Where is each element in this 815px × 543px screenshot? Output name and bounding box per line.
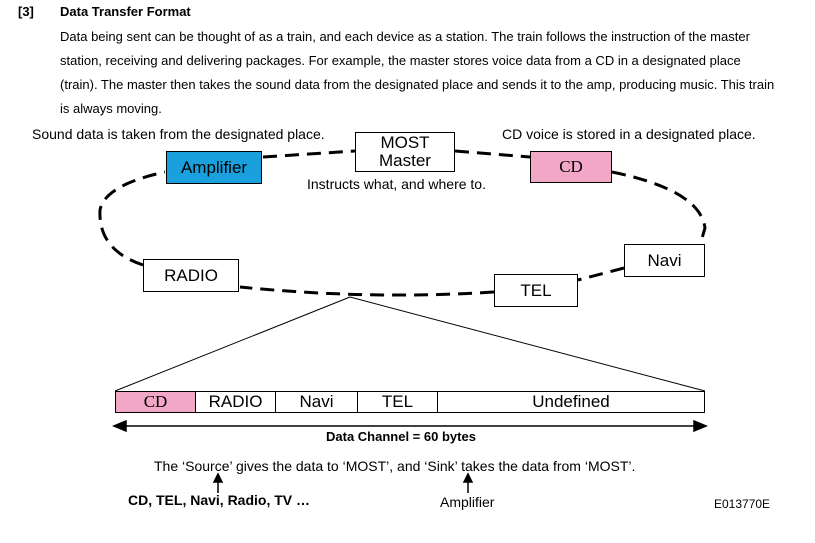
data-channel-strip: CD RADIO Navi TEL Undefined <box>115 391 705 413</box>
channel-arrow-right-head <box>693 419 708 433</box>
navi-label: Navi <box>647 250 682 270</box>
radio-label: RADIO <box>164 265 218 285</box>
cd-box: CD <box>530 151 612 183</box>
caption-master-instructs: Instructs what, and where to. <box>307 176 486 192</box>
source-examples: CD, TEL, Navi, Radio, TV … <box>128 492 311 508</box>
tel-label: TEL <box>520 280 552 300</box>
channel-size-label: Data Channel = 60 bytes <box>326 429 476 444</box>
ring-path-tel-radio <box>239 285 495 297</box>
sink-arrow-head <box>462 472 474 483</box>
tel-box: TEL <box>494 274 578 307</box>
ring-path-cd-navi <box>611 170 707 246</box>
cd-label: CD <box>559 157 583 176</box>
source-arrow-head <box>212 472 224 483</box>
sink-example: Amplifier <box>440 494 495 510</box>
figure-code: E013770E <box>714 497 771 511</box>
most-master-line1: MOST <box>380 133 430 152</box>
most-master-line2: Master <box>379 151 431 170</box>
channel-segment-undefined: Undefined <box>532 392 610 411</box>
section-number: [3] <box>18 4 34 19</box>
most-master-box: MOST Master <box>355 132 455 172</box>
ring-path-radio-amp <box>98 170 166 267</box>
channel-segment-tel: TEL <box>358 392 438 412</box>
radio-box: RADIO <box>143 259 239 292</box>
channel-segment-navi: Navi <box>276 392 358 412</box>
source-sink-explanation: The ‘Source’ gives the data to ‘MOST’, a… <box>154 458 636 474</box>
section-paragraph: Data being sent can be thought of as a t… <box>60 29 775 116</box>
caption-cd-voice: CD voice is stored in a designated place… <box>502 126 756 142</box>
ring-path-amp-master <box>262 149 356 159</box>
ring-path-master-cd <box>454 149 531 159</box>
caption-sound-data: Sound data is taken from the designated … <box>32 126 325 142</box>
navi-box: Navi <box>624 244 705 277</box>
channel-segment-radio: RADIO <box>196 392 276 412</box>
amplifier-box: Amplifier <box>166 151 262 184</box>
funnel-right-line <box>349 296 706 392</box>
channel-arrow-left-head <box>112 419 127 433</box>
funnel-left-line <box>114 296 351 392</box>
channel-segment-cd: CD <box>116 392 196 412</box>
section-title: Data Transfer Format <box>60 4 191 19</box>
amplifier-label: Amplifier <box>180 157 248 177</box>
ring-path-navi-tel <box>577 266 625 282</box>
